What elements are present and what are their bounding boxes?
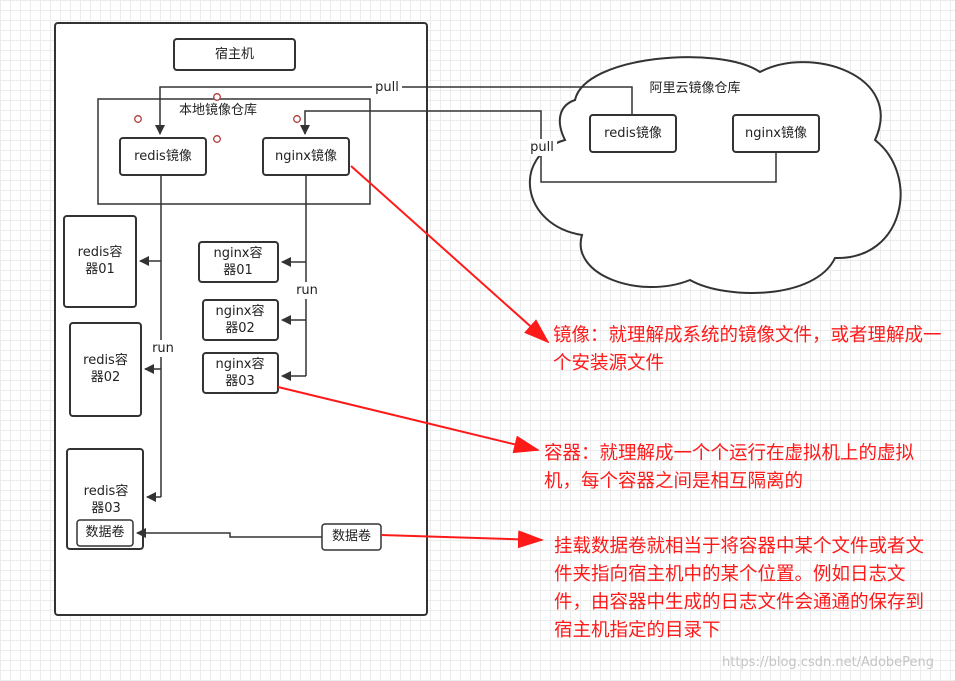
cloud-redis-image-label: redis镜像 bbox=[604, 126, 662, 141]
volume-mount-edge bbox=[136, 528, 322, 538]
selection-handle bbox=[134, 115, 142, 123]
local-redis-image-label: redis镜像 bbox=[134, 149, 192, 164]
image-annotation-arrow bbox=[350, 165, 550, 344]
selection-handle bbox=[213, 135, 221, 143]
inner-volume-box bbox=[76, 519, 134, 547]
local-redis-image-box bbox=[119, 137, 207, 176]
redis-container-01-box bbox=[63, 215, 137, 308]
local-repo-label: 本地镜像仓库 bbox=[168, 102, 268, 119]
run-redis-label: run bbox=[150, 340, 176, 357]
run-nginx-label: run bbox=[294, 282, 320, 299]
redis-container-01-label: redis容器01 bbox=[77, 245, 123, 277]
redis-container-02-label: redis容器02 bbox=[83, 353, 128, 385]
host-volume-label: 数据卷 bbox=[331, 529, 371, 544]
cloud-repo-label: 阿里云镜像仓库 bbox=[640, 80, 750, 97]
host-title: 宿主机 bbox=[214, 47, 254, 62]
nginx-container-03-label: nginx容器03 bbox=[215, 357, 265, 389]
volume-annotation-arrow bbox=[380, 530, 544, 549]
cloud-redis-image-box bbox=[589, 114, 677, 153]
nginx-container-02-box bbox=[202, 299, 279, 341]
container-annotation: 容器：就理解成一个个运行在虚拟机上的虚拟机，每个容器之间是相互隔离的 bbox=[544, 443, 915, 492]
inner-volume-label: 数据卷 bbox=[85, 525, 125, 540]
redis-container-02-box bbox=[69, 322, 142, 417]
pull-side-label: pull bbox=[527, 139, 557, 156]
pull-top-label: pull bbox=[372, 79, 402, 96]
image-annotation: 镜像：就理解成系统的镜像文件，或者理解成一个安装源文件 bbox=[553, 325, 942, 374]
watermark: https://blog.csdn.net/AdobePeng bbox=[722, 655, 935, 670]
selection-handle bbox=[213, 93, 221, 101]
redis-container-03-label: redis容器03 bbox=[83, 484, 129, 516]
nginx-container-01-label: nginx容器01 bbox=[213, 246, 263, 278]
selection-handle bbox=[293, 115, 301, 123]
host-title-box bbox=[173, 38, 296, 71]
local-nginx-image-label: nginx镜像 bbox=[274, 149, 338, 164]
container-annotation-arrow bbox=[277, 386, 540, 454]
nginx-container-01-box bbox=[198, 241, 279, 283]
cloud-nginx-image-label: nginx镜像 bbox=[744, 126, 808, 141]
volume-annotation: 挂载数据卷就相当于将容器中某个文件或者文件夹指向宿主机中的某个位置。例如日志文件… bbox=[554, 536, 925, 641]
local-repo-box bbox=[97, 98, 371, 205]
nginx-container-03-box bbox=[202, 352, 279, 394]
nginx-container-02-label: nginx容器02 bbox=[215, 304, 265, 336]
